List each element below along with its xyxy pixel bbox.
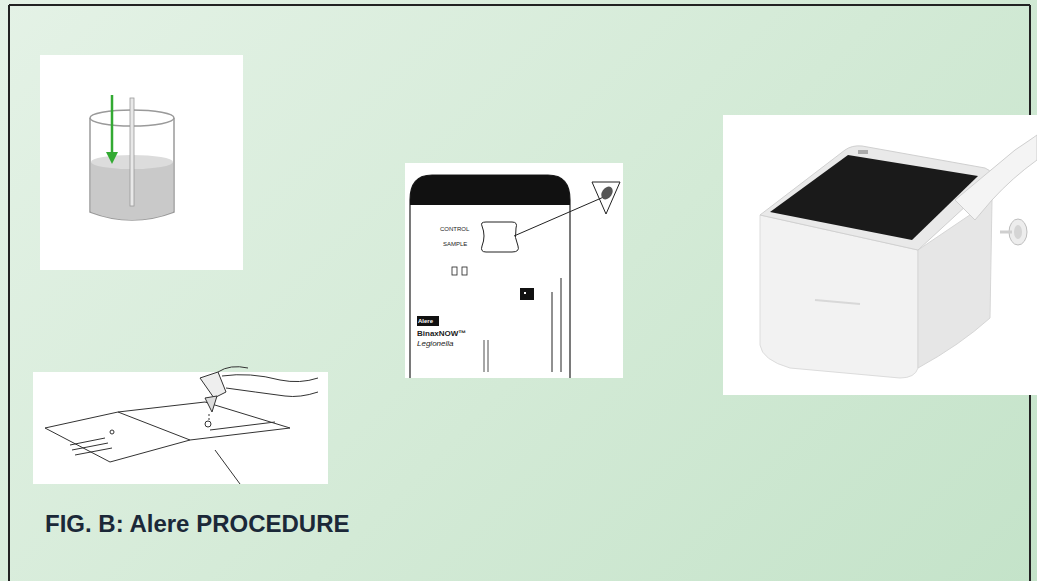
window-label: CONTROL [440,226,469,232]
window-label: SAMPLE [443,241,467,247]
frame-line [8,5,10,581]
figure-caption: FIG. B: Alere PROCEDURE [45,512,350,536]
test-card-illustration [405,163,623,378]
card-application-illustration [33,367,328,484]
brand-logo: Alere [418,318,433,324]
product-name: BinaxNOW™ [417,330,466,338]
product-name: Legionella [417,340,453,348]
frame-line [9,4,1030,6]
beaker-illustration [40,55,243,270]
reader-device-illustration [723,115,1037,395]
